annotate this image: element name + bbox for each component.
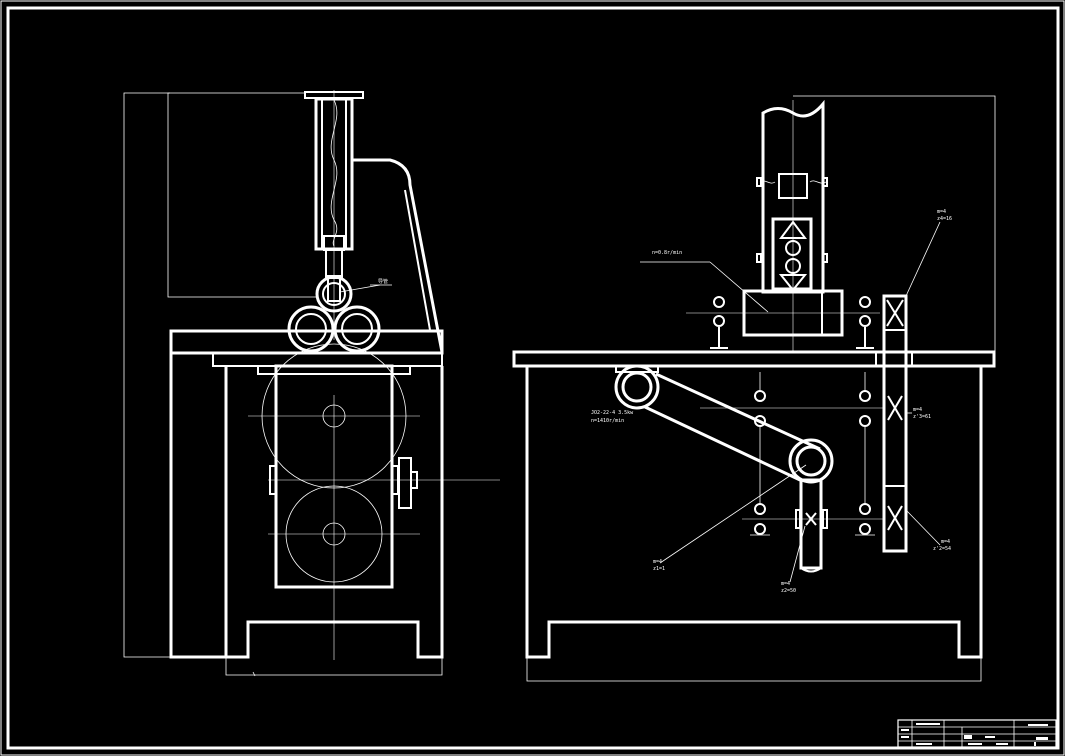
left-roller-inner bbox=[295, 313, 327, 345]
gear-z4-leader bbox=[905, 221, 941, 297]
front-small-mark bbox=[252, 671, 256, 677]
gear-z1-module: m=4 bbox=[653, 559, 662, 565]
gear-z2p-leader bbox=[905, 509, 941, 546]
front-view-dimension-frame bbox=[123, 92, 170, 658]
worm-shaft-break bbox=[800, 567, 822, 573]
motor-model-label: JO2-22-4 3.5kw bbox=[591, 410, 634, 416]
side-view-dimension-frame-bottom bbox=[526, 657, 982, 682]
gear-z2p-cross-b bbox=[887, 505, 903, 531]
gear-z4-teeth: z4=16 bbox=[937, 216, 952, 222]
gear-z3-module: m=4 bbox=[913, 407, 922, 413]
gear-z1-leader bbox=[659, 464, 807, 564]
side-cabinet-outline bbox=[525, 366, 983, 659]
gear-z3-cross-b bbox=[887, 395, 903, 421]
side-holder-pin-left bbox=[756, 253, 762, 263]
guide-roller-leader bbox=[339, 284, 381, 293]
pressure-roller-fork bbox=[327, 275, 341, 302]
gear-z2p-module: m=4 bbox=[941, 539, 950, 545]
side-column-pin-right bbox=[822, 177, 828, 187]
front-table-plate bbox=[212, 352, 443, 367]
handwheel bbox=[398, 457, 412, 509]
worm-pulley-inner bbox=[795, 445, 827, 477]
motor-speed-label: n=1410r/min bbox=[591, 418, 624, 424]
gear-z2-leader bbox=[789, 525, 806, 583]
worktable-speed-leader bbox=[709, 261, 769, 313]
side-holder-pin-right bbox=[822, 253, 828, 263]
right-roller-inner bbox=[341, 313, 373, 345]
gear-z2-module: m=4 bbox=[781, 581, 790, 587]
front-view-dimension-frame-top bbox=[167, 92, 318, 298]
handwheel-hub bbox=[410, 471, 418, 489]
left-roller bbox=[287, 305, 335, 353]
front-cabinet-outline bbox=[169, 353, 444, 659]
title-block bbox=[897, 719, 1057, 748]
belt-lower bbox=[644, 405, 801, 482]
sheet-inner-border bbox=[6, 6, 1060, 750]
gear-z2p-box bbox=[883, 485, 907, 552]
worktable-speed-label: n=0.8r/min bbox=[652, 250, 682, 256]
front-view-dimension-frame-bottom bbox=[225, 657, 443, 676]
right-roller bbox=[333, 305, 381, 353]
gear-z2p-teeth: z'2=54 bbox=[933, 546, 951, 552]
side-view: n=0.8r/min bbox=[512, 95, 996, 682]
front-view: 导管 bbox=[123, 90, 500, 677]
side-view-dimension-frame bbox=[793, 95, 996, 352]
gear-z4-module: m=4 bbox=[937, 209, 946, 215]
side-table-top bbox=[512, 350, 996, 368]
gear-z2-teeth: z2=50 bbox=[781, 588, 796, 594]
gear-z4-cross-b bbox=[886, 299, 904, 327]
gear-z3-teeth: z'3=61 bbox=[913, 414, 931, 420]
worm-pulley bbox=[788, 438, 834, 484]
upper-arm bbox=[352, 158, 444, 353]
table-bearings-right bbox=[856, 296, 874, 349]
left-shaft-cap bbox=[269, 465, 277, 495]
guide-roller-label: 导管 bbox=[378, 278, 388, 285]
gear-shaft-housing bbox=[882, 294, 908, 553]
pressure-roller-hub bbox=[322, 282, 346, 306]
table-bearings-left bbox=[710, 296, 728, 349]
inner-bearings bbox=[750, 372, 875, 536]
side-column-pin-left bbox=[756, 177, 762, 187]
side-column-spring-right bbox=[809, 180, 827, 184]
worm-shaft bbox=[799, 478, 823, 570]
gear-z4-box bbox=[883, 295, 907, 331]
side-column bbox=[761, 99, 825, 294]
upper-arm-inner bbox=[404, 189, 431, 331]
belt-upper bbox=[655, 372, 821, 451]
motor-pulley bbox=[614, 364, 660, 410]
motor-pulley-inner bbox=[621, 371, 653, 403]
gear-z1-teeth: z1=1 bbox=[653, 566, 665, 572]
